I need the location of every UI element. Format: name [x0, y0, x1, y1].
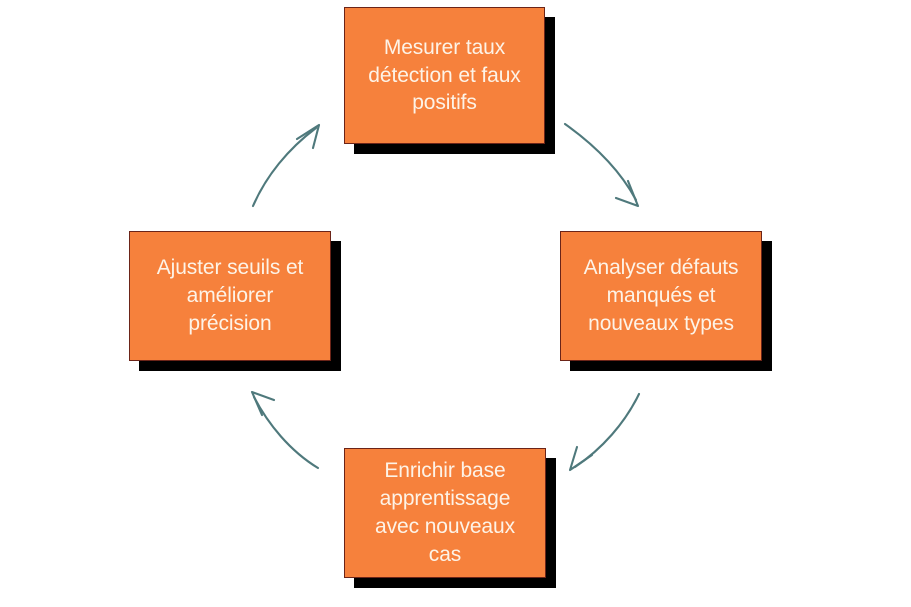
- arrow-bottom-to-left: [250, 390, 320, 470]
- node-label-left: Ajuster seuils et améliorer précision: [156, 256, 304, 335]
- arrow-left-to-top: [251, 123, 321, 208]
- node-adjust-thresholds[interactable]: Ajuster seuils et améliorer précision: [129, 231, 331, 361]
- node-label-right: Analyser défauts manqués et nouveaux typ…: [583, 256, 739, 335]
- node-label-bottom: Enrichir base apprentissage avec nouveau…: [375, 459, 515, 566]
- arrow-top-to-right: [563, 122, 640, 208]
- arrow-right-to-bottom: [568, 392, 641, 472]
- node-label-top: Mesurer taux détection et faux positifs: [368, 35, 521, 115]
- node-analyze-missed-defects[interactable]: Analyser défauts manqués et nouveaux typ…: [560, 231, 762, 361]
- node-enrich-training-base[interactable]: Enrichir base apprentissage avec nouveau…: [344, 448, 546, 578]
- node-measure-detection-rate[interactable]: Mesurer taux détection et faux positifs: [344, 7, 545, 144]
